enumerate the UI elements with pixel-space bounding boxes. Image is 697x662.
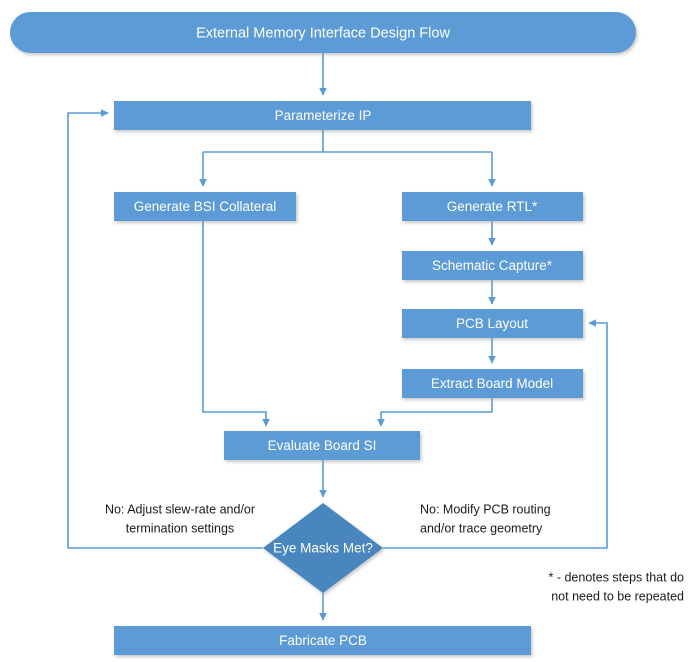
parameterize-ip-label: Parameterize IP — [275, 108, 372, 123]
title-label: External Memory Interface Design Flow — [196, 25, 450, 41]
annotation-footnote: * - denotes steps that do not need to be… — [548, 570, 684, 603]
eye-masks-label: Eye Masks Met? — [273, 541, 373, 556]
left-loop-line-2: termination settings — [126, 521, 234, 535]
node-title[interactable]: External Memory Interface Design Flow — [10, 12, 636, 53]
edge-eye-masks-to-parameterize-ip-loop — [67, 109, 263, 549]
footnote-line-1: * - denotes steps that do — [548, 570, 684, 584]
evaluate-si-shape — [224, 431, 420, 460]
node-eye-masks-met[interactable]: Eye Masks Met? — [263, 503, 383, 593]
connectors — [67, 53, 608, 621]
fabricate-pcb-label: Fabricate PCB — [279, 633, 367, 648]
edge-generate-bsi-to-evaluate-si — [202, 221, 270, 427]
title-shape — [10, 12, 636, 53]
extract-board-label: Extract Board Model — [431, 376, 553, 391]
generate-rtl-label: Generate RTL* — [447, 199, 538, 214]
generate-bsi-label: Generate BSI Collateral — [134, 199, 277, 214]
node-generate-rtl[interactable]: Generate RTL* — [402, 192, 583, 221]
edge-eye-masks-to-pcb-layout-loop — [383, 319, 608, 549]
right-loop-line-1: No: Modify PCB routing — [420, 502, 551, 516]
node-generate-bsi-collateral[interactable]: Generate BSI Collateral — [114, 192, 296, 221]
annotation-left-loop: No: Adjust slew-rate and/or termination … — [105, 502, 255, 535]
generate-bsi-shape — [114, 192, 296, 221]
evaluate-si-label: Evaluate Board SI — [268, 438, 377, 453]
node-fabricate-pcb[interactable]: Fabricate PCB — [114, 626, 531, 655]
annotation-right-loop: No: Modify PCB routing and/or trace geom… — [420, 502, 551, 535]
footnote-line-2: not need to be repeated — [551, 589, 684, 603]
pcb-layout-shape — [402, 309, 583, 338]
generate-rtl-shape — [402, 192, 583, 221]
edge-parameterize-ip-split — [203, 130, 492, 153]
schematic-capture-shape — [402, 251, 583, 280]
eye-masks-shape — [263, 503, 383, 593]
edge-extract-board-to-evaluate-si — [377, 398, 493, 427]
extract-board-shape — [402, 369, 583, 398]
node-evaluate-board-si[interactable]: Evaluate Board SI — [224, 431, 420, 460]
right-loop-line-2: and/or trace geometry — [420, 521, 543, 535]
pcb-layout-label: PCB Layout — [456, 316, 528, 331]
schematic-capture-label: Schematic Capture* — [432, 258, 553, 273]
node-parameterize-ip[interactable]: Parameterize IP — [114, 101, 531, 130]
left-loop-line-1: No: Adjust slew-rate and/or — [105, 502, 255, 516]
node-pcb-layout[interactable]: PCB Layout — [402, 309, 583, 338]
node-schematic-capture[interactable]: Schematic Capture* — [402, 251, 583, 280]
parameterize-ip-shape — [114, 101, 531, 130]
node-extract-board-model[interactable]: Extract Board Model — [402, 369, 583, 398]
fabricate-pcb-shape — [114, 626, 531, 655]
